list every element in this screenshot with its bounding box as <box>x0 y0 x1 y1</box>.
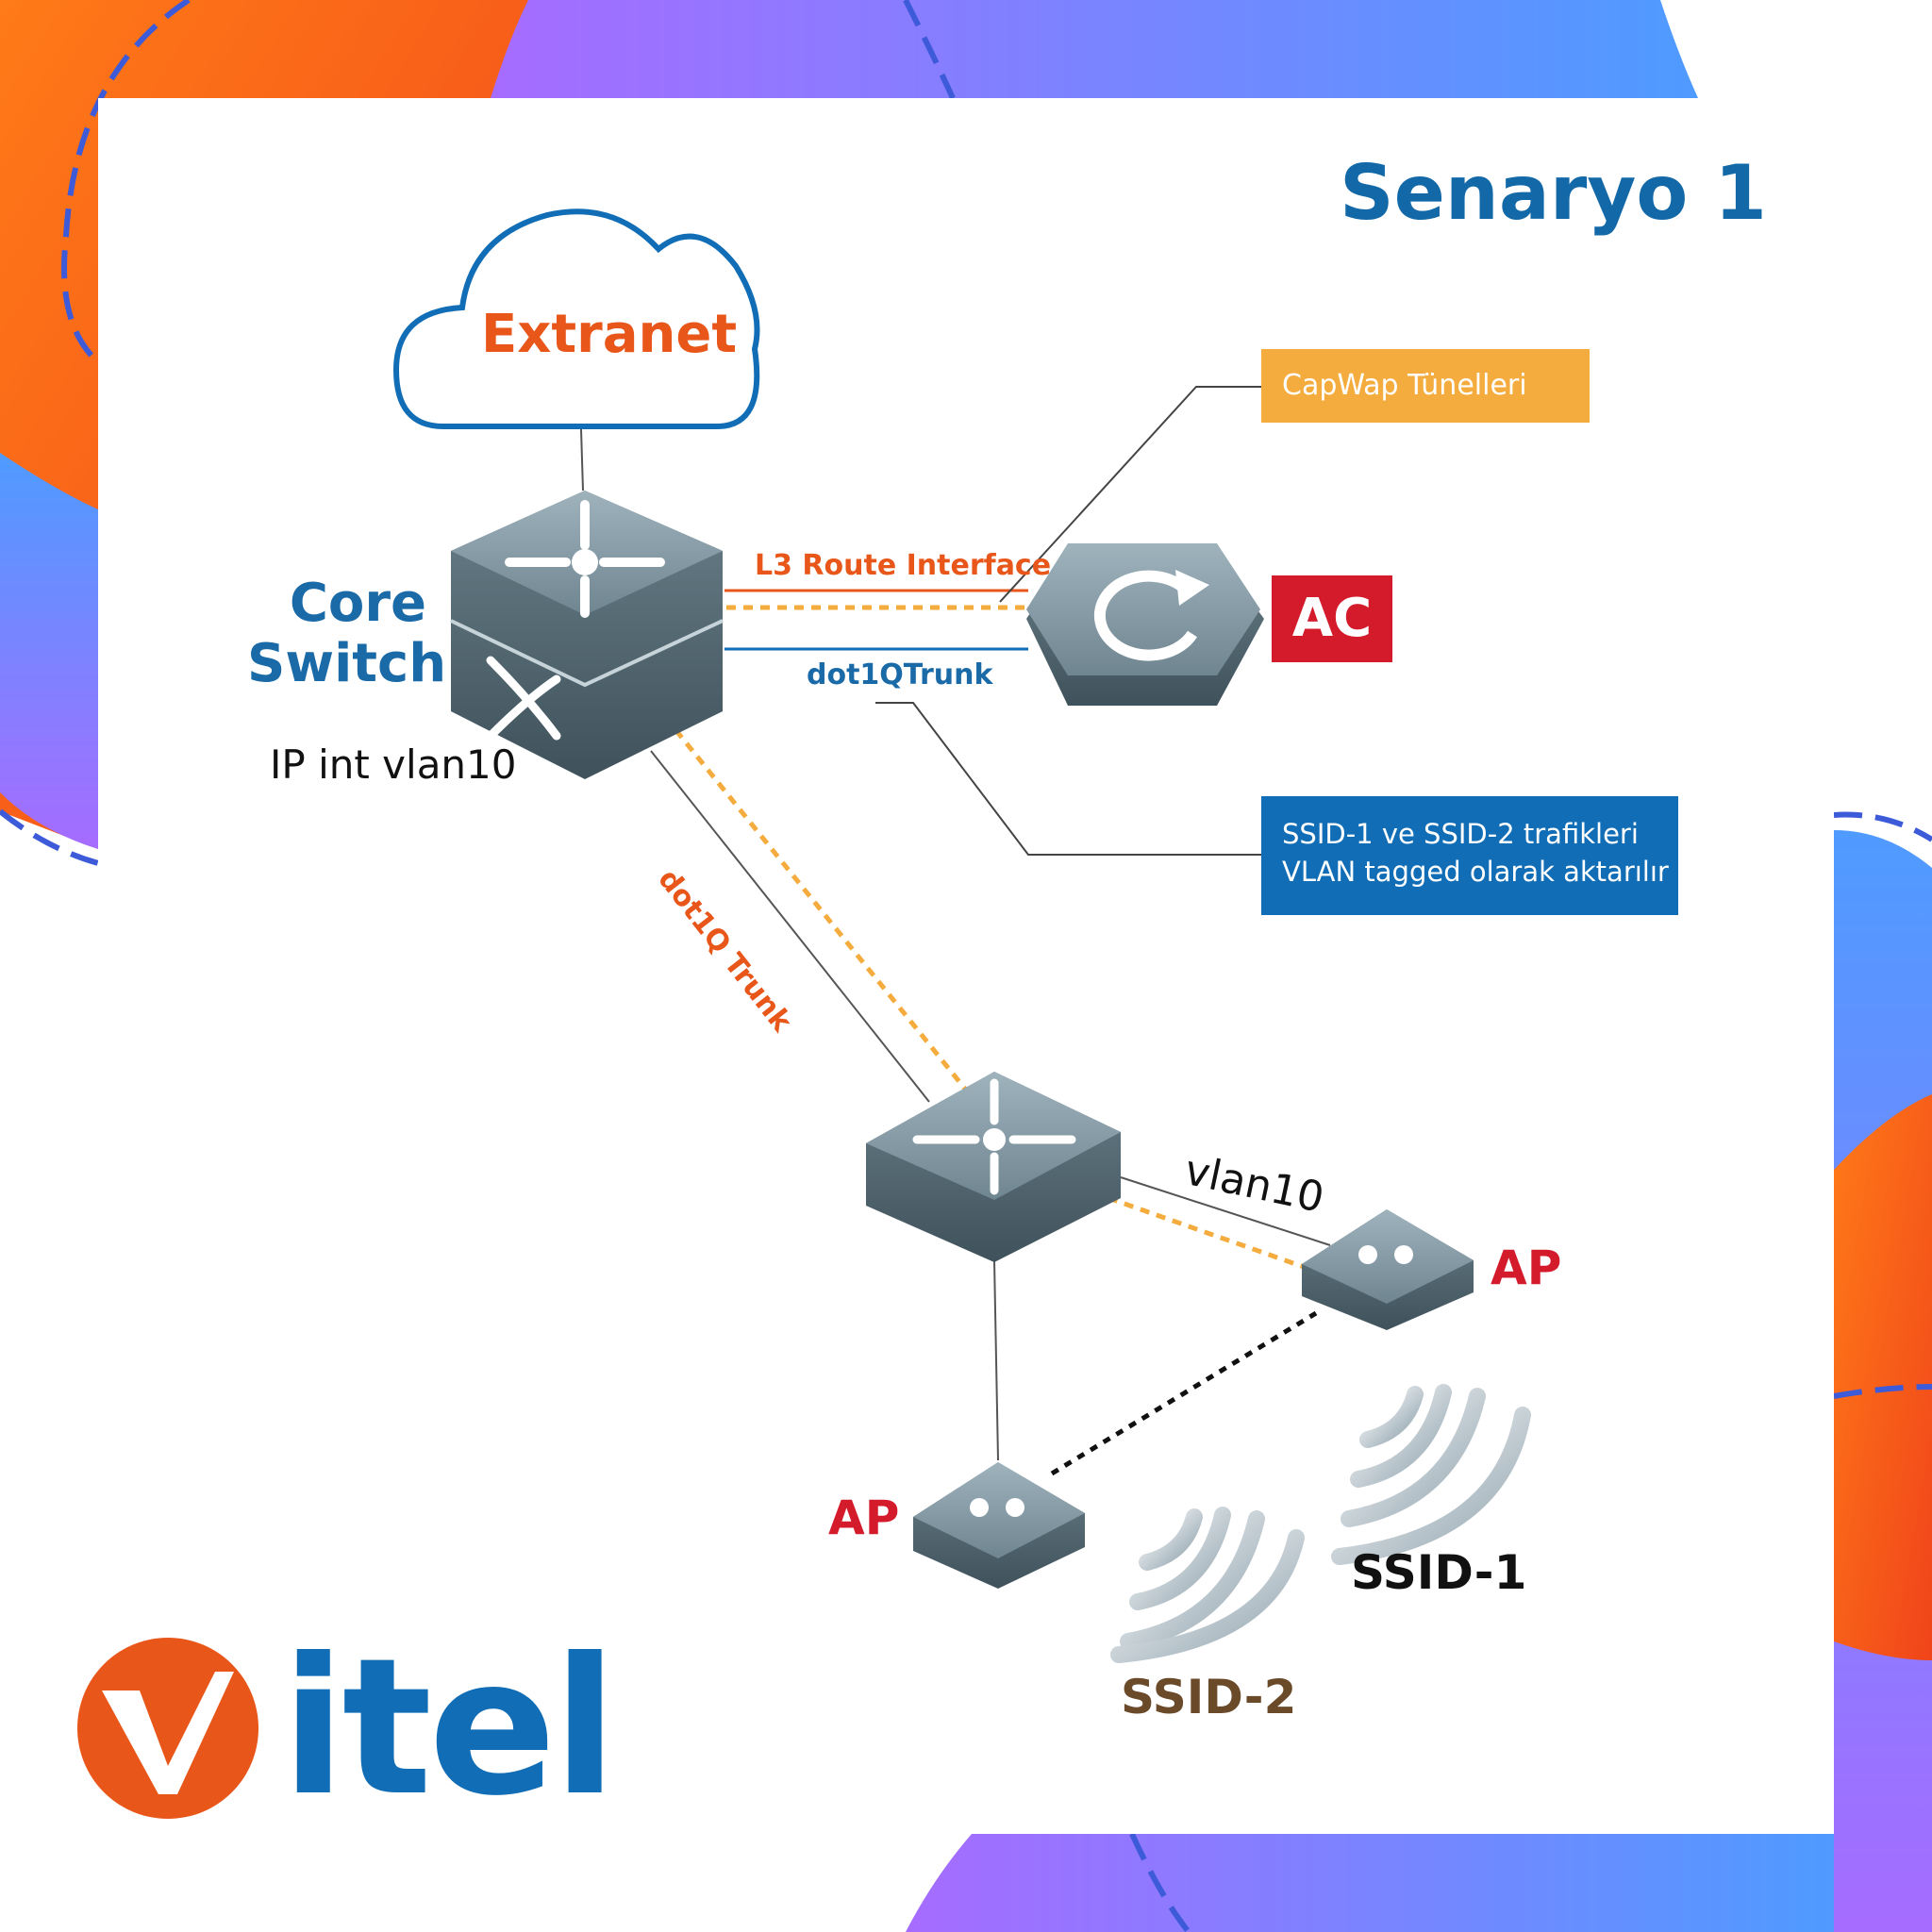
access-ap-left-link <box>993 1259 999 1461</box>
capwap-tunnel-core-access <box>621 662 1009 1143</box>
l3-route-label: L3 Route Interface <box>755 549 1052 582</box>
page-title: Senaryo 1 <box>1340 149 1767 237</box>
ap-left-antenna-icon <box>970 1498 1024 1517</box>
vlan-callout-line2: VLAN tagged olarak aktarılır <box>1282 856 1669 888</box>
vlan-callout: SSID-1 ve SSID-2 trafikleri VLAN tagged … <box>1261 796 1678 915</box>
ssid1-label: SSID-1 <box>1351 1545 1527 1600</box>
ap-right-device <box>1302 1209 1474 1330</box>
ap-right-antenna-icon <box>1358 1245 1413 1264</box>
vitel-logo-text: itel <box>281 1618 617 1838</box>
access-ap-right-link <box>1120 1176 1331 1246</box>
wireless-ap-link <box>1050 1310 1318 1476</box>
access-switch <box>866 1072 1121 1262</box>
ac-badge: AC <box>1272 575 1392 662</box>
crossing-arrows-icon <box>486 656 561 741</box>
ssid2-label: SSID-2 <box>1121 1670 1297 1724</box>
core-switch-label-line1: Core <box>289 573 426 634</box>
switch-arrows-icon <box>505 500 665 618</box>
ssid1-signal-icon <box>1331 1384 1531 1565</box>
vitel-logo: itel <box>74 1634 617 1823</box>
vlan-callout-leader <box>875 702 1261 856</box>
cloud-label: Extranet <box>481 304 738 365</box>
core-access-link <box>650 750 930 1103</box>
extranet-cloud <box>392 208 760 429</box>
core-switch-label-line2: Switch <box>247 633 447 694</box>
core-ip-label: IP int vlan10 <box>270 741 517 788</box>
core-switch-label: Core Switch <box>247 573 447 694</box>
ap-right-label: AP <box>1491 1241 1562 1295</box>
vlan-callout-line1: SSID-1 ve SSID-2 trafikleri <box>1282 818 1639 850</box>
cloud-core-link <box>580 428 584 491</box>
capwap-callout: CapWap Tünelleri <box>1261 349 1590 423</box>
dot1q-trunk-ac-label: dot1QTrunk <box>807 658 993 691</box>
access-controller <box>1026 543 1264 706</box>
core-switch <box>450 491 724 779</box>
ap-left-device <box>913 1462 1085 1589</box>
access-switch-arrows-icon <box>912 1078 1076 1195</box>
ap-left-label: AP <box>828 1491 900 1545</box>
ssid2-signal-icon <box>1110 1507 1305 1663</box>
vitel-logo-mark <box>77 1638 258 1819</box>
capwap-callout-leader <box>999 386 1261 603</box>
capwap-tunnel-ap <box>1027 1167 1388 1299</box>
